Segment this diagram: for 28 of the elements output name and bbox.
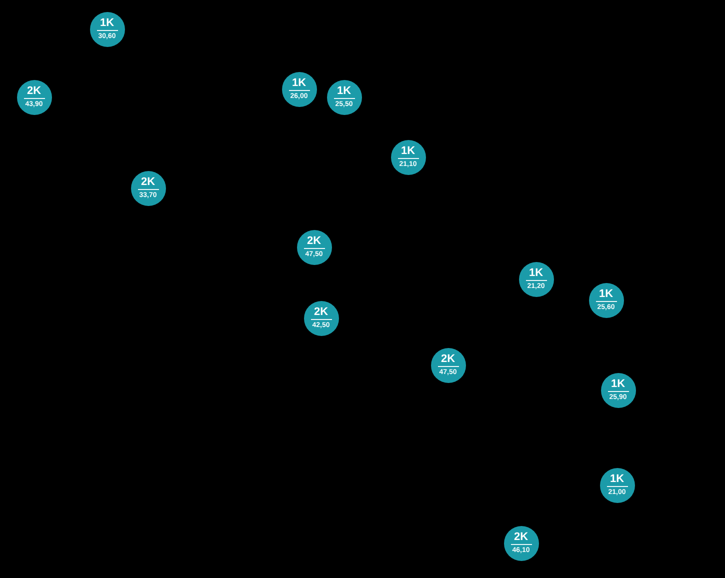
price-marker (600, 468, 634, 502)
room-type-label: 1K (598, 288, 614, 300)
room-type-label: 1K (336, 86, 352, 96)
room-type-label: 1K (610, 474, 624, 484)
price-marker (600, 372, 636, 408)
price-marker (130, 170, 166, 206)
room-type-label: 1K (292, 78, 306, 88)
price-marker (282, 72, 316, 106)
room-type-label: 2K (140, 176, 156, 188)
room-type-label: 2K (514, 532, 528, 542)
room-type-label: 2K (26, 86, 42, 96)
price-marker (90, 12, 124, 46)
room-type-label: 2K (306, 236, 322, 246)
price-marker (390, 140, 426, 174)
price-marker (430, 348, 466, 382)
price-marker (304, 300, 338, 336)
room-type-label: 2K (314, 306, 328, 318)
room-type-label: 1K (610, 378, 626, 390)
price-marker (16, 80, 52, 114)
price-marker (588, 282, 624, 318)
room-type-label: 1K (528, 268, 544, 278)
price-marker (296, 230, 332, 264)
room-type-label: 2K (440, 354, 456, 364)
price-marker (518, 262, 554, 296)
price-marker (504, 526, 538, 560)
room-type-label: 1K (400, 146, 416, 156)
price-marker (326, 80, 362, 114)
room-type-label: 1K (100, 18, 114, 28)
